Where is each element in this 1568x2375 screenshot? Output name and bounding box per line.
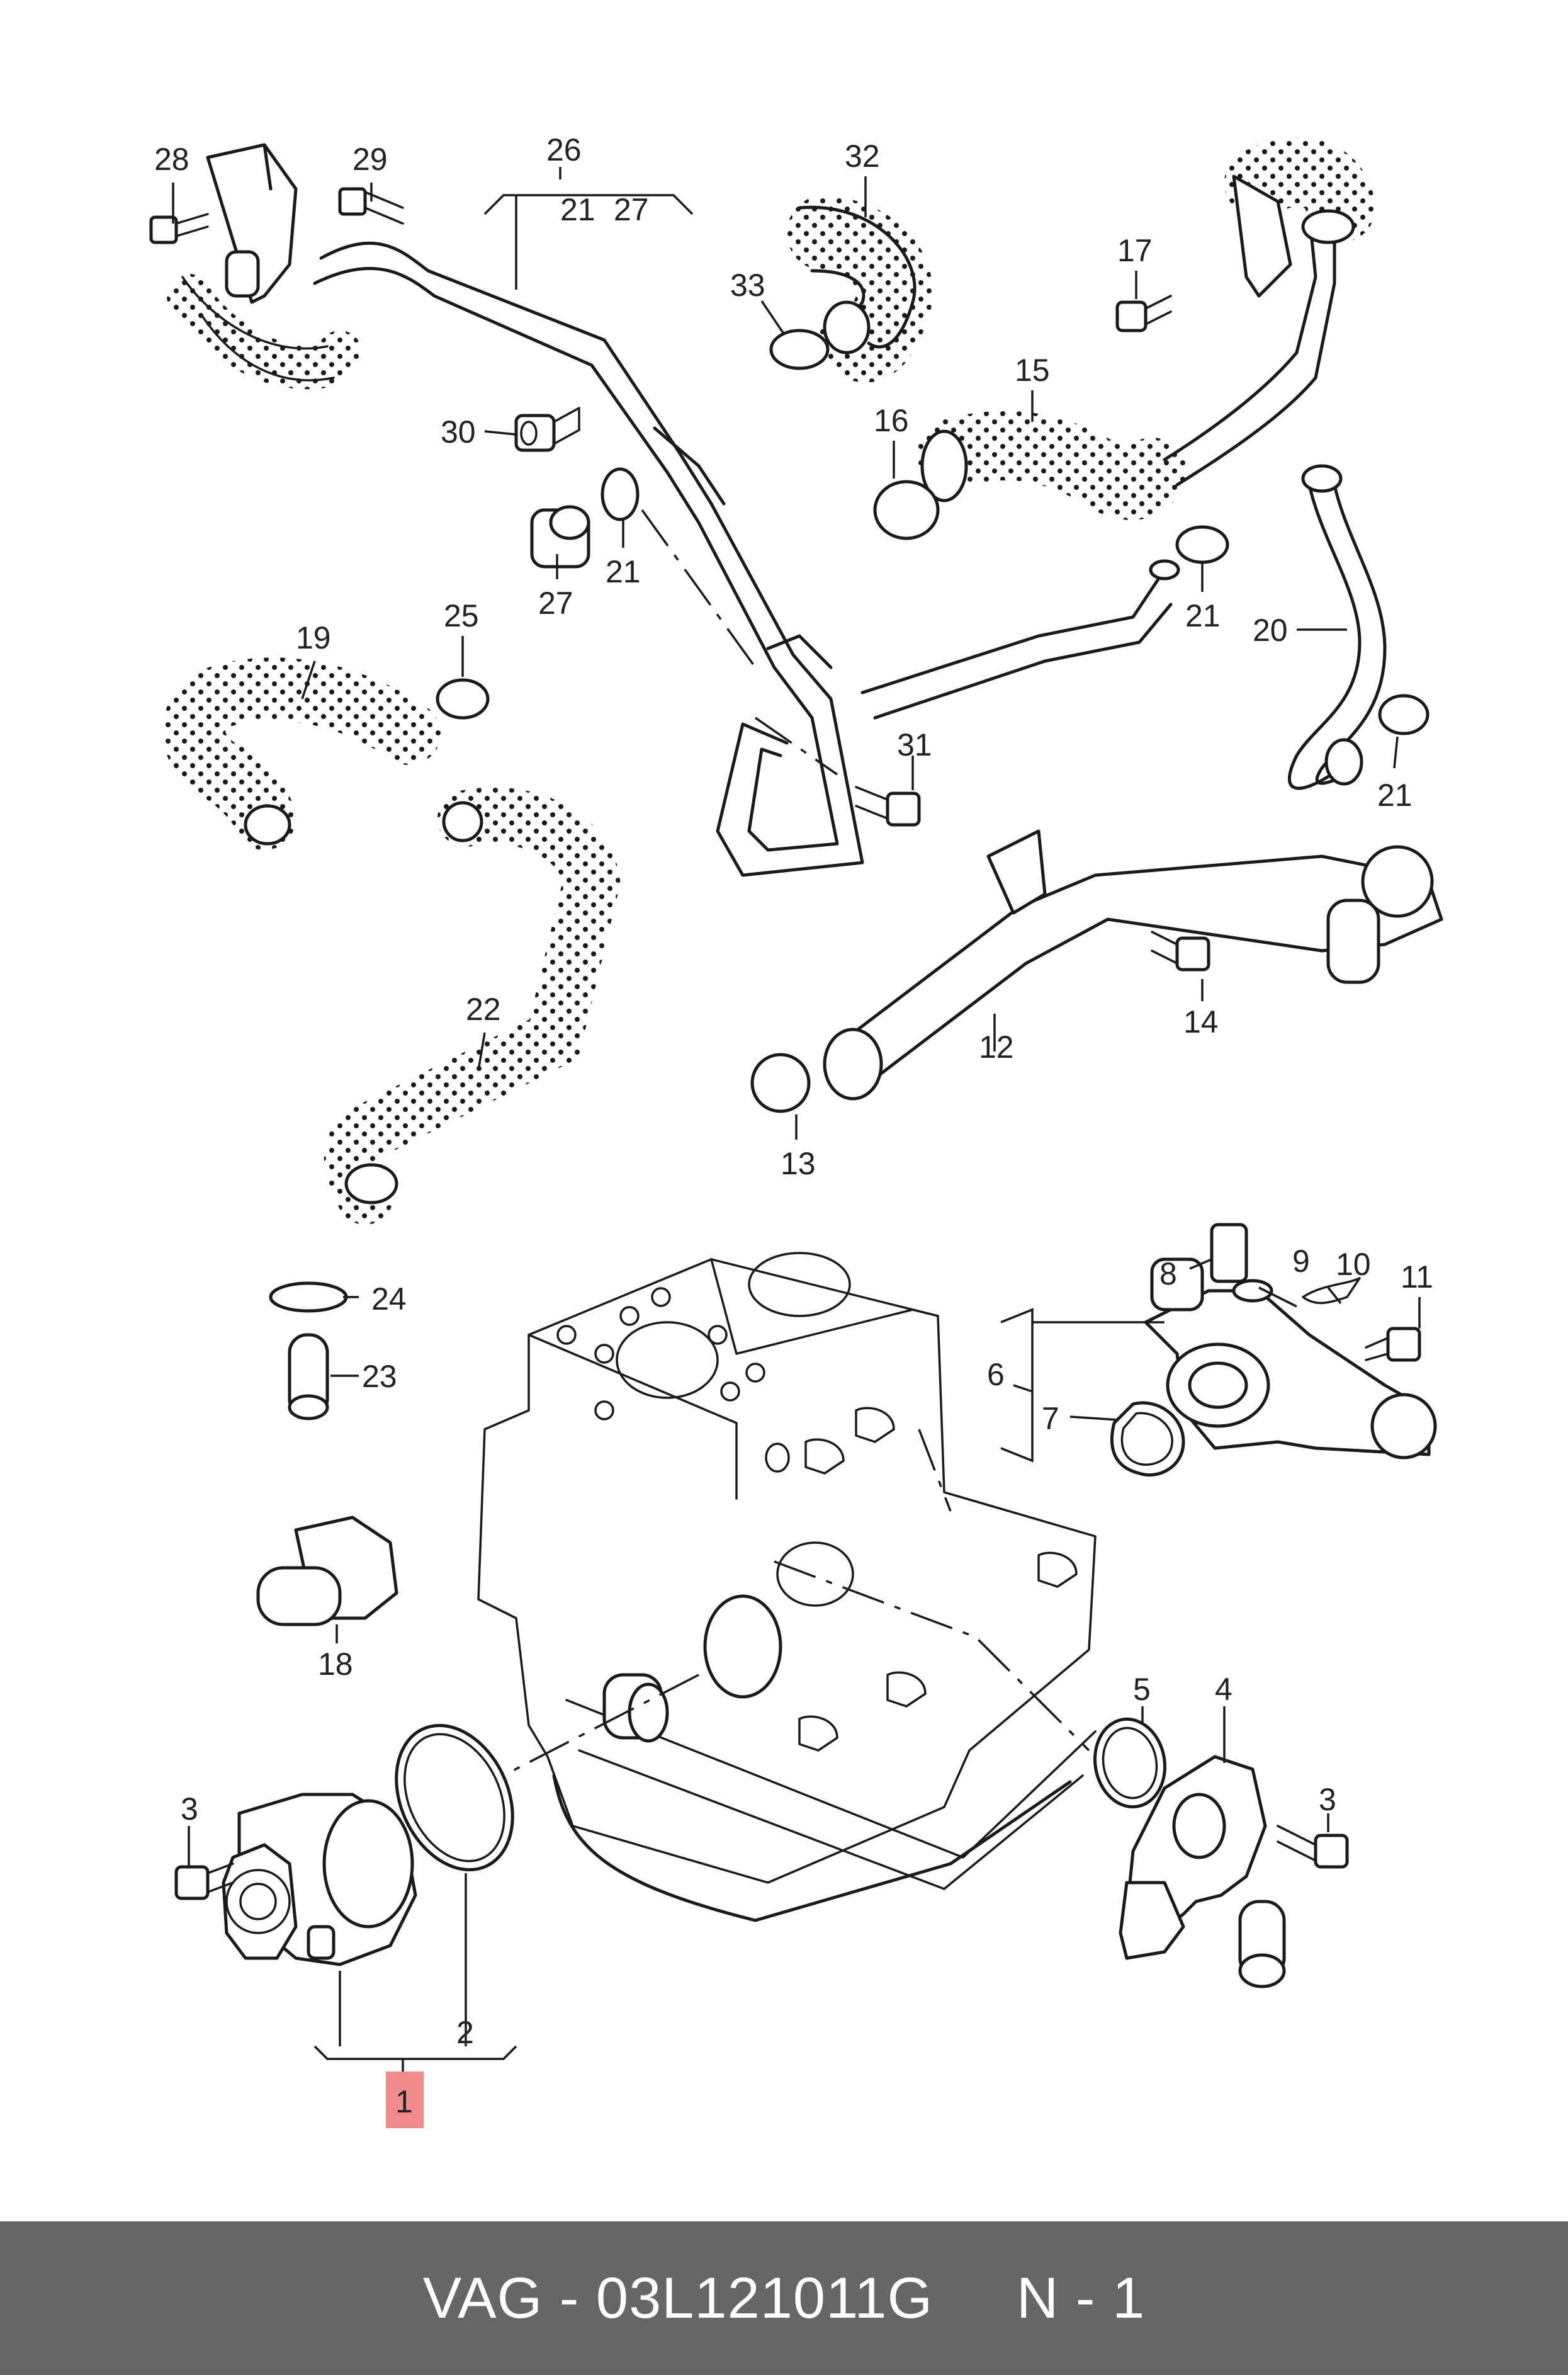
seal-ring-9 — [1232, 1279, 1273, 1303]
pipe-top-right — [1163, 137, 1375, 487]
label-16: 16 — [874, 403, 909, 438]
thermostat-housing-6 — [1144, 1257, 1437, 1460]
bolt-28 — [149, 213, 209, 244]
label-20: 20 — [1253, 613, 1288, 648]
label-21-far-right: 21 — [1377, 778, 1413, 813]
label-18: 18 — [318, 1647, 353, 1682]
label-13: 13 — [781, 1146, 816, 1181]
label-3-right: 3 — [1319, 1782, 1336, 1817]
engine-block — [477, 1252, 1097, 1922]
label-7: 7 — [1042, 1401, 1059, 1436]
bolt-29 — [338, 187, 404, 225]
bolt-14 — [1151, 931, 1210, 972]
label-10: 10 — [1336, 1247, 1371, 1282]
bolt-30 — [514, 407, 580, 452]
clamp-16 — [873, 480, 940, 540]
part-number-caption: VAG - 03L121011G N - 1 — [422, 2265, 1146, 2330]
hose-15 — [916, 411, 1187, 520]
coolant-housing-4 — [1119, 1755, 1286, 1988]
label-31: 31 — [897, 727, 932, 762]
label-26: 26 — [546, 132, 582, 167]
assembly-guide-lines — [490, 509, 1247, 1846]
label-19: 19 — [296, 620, 331, 655]
clamp-24 — [269, 1281, 348, 1313]
label-21-top: 21 — [560, 192, 595, 227]
plug-18 — [256, 1516, 398, 1626]
label-2: 2 — [456, 2015, 474, 2050]
label-21-mid: 21 — [606, 554, 641, 589]
label-27-top: 27 — [614, 192, 649, 227]
highlight-part-1 — [386, 2072, 424, 2128]
hose-small-top-left — [167, 274, 362, 390]
sensor-8 — [1210, 1223, 1248, 1283]
bolt-11 — [1365, 1327, 1421, 1362]
hose-32 — [787, 195, 933, 383]
label-4: 4 — [1215, 1672, 1232, 1707]
bolt-17 — [1115, 295, 1172, 332]
clamp-21-far-right — [1378, 694, 1430, 735]
label-14: 14 — [1183, 1004, 1219, 1040]
label-23: 23 — [362, 1359, 397, 1394]
clamp-21-top — [601, 467, 640, 521]
label-8: 8 — [1159, 1256, 1177, 1291]
hose-20 — [1288, 464, 1387, 790]
exploded-parts-diagram: 28 29 26 21 27 32 33 17 15 16 30 21 27 2… — [149, 132, 1443, 2128]
clamp-33 — [769, 300, 871, 370]
label-12: 12 — [979, 1029, 1014, 1065]
coolant-pipe-26 — [206, 143, 1180, 877]
label-5: 5 — [1133, 1672, 1151, 1707]
label-22: 22 — [466, 992, 501, 1027]
label-30: 30 — [441, 414, 476, 450]
label-24: 24 — [371, 1281, 407, 1317]
bolt-3-left — [174, 1862, 234, 1900]
pipe-12 — [750, 829, 1443, 1113]
label-25: 25 — [444, 598, 479, 633]
label-33: 33 — [730, 268, 765, 303]
callout-labels: 28 29 26 21 27 32 33 17 15 16 30 21 27 2… — [154, 132, 1433, 2119]
gasket-7 — [1110, 1401, 1185, 1477]
water-pump-1 — [222, 1793, 417, 1966]
label-1: 1 — [395, 2084, 413, 2119]
seal-ring-5 — [1093, 1717, 1167, 1809]
label-29: 29 — [353, 142, 388, 177]
hose-22 — [324, 787, 621, 1225]
bolt-31 — [855, 786, 921, 827]
label-28: 28 — [154, 142, 189, 177]
sleeve-23 — [288, 1333, 329, 1420]
label-9: 9 — [1292, 1244, 1310, 1279]
leader-lines — [172, 167, 1421, 2078]
label-6: 6 — [987, 1357, 1005, 1392]
label-15: 15 — [1015, 353, 1050, 388]
clip-10 — [1302, 1277, 1361, 1305]
label-32: 32 — [845, 139, 880, 174]
cap-27 — [530, 505, 590, 569]
footer-bar: VAG - 03L121011G N - 1 — [0, 2221, 1568, 2375]
hose-19 — [162, 657, 441, 850]
clamp-21-right — [1175, 525, 1229, 564]
clamp-25 — [436, 678, 490, 720]
label-21-right: 21 — [1185, 598, 1221, 633]
label-17: 17 — [1117, 233, 1153, 268]
o-ring-2 — [395, 1723, 514, 1872]
label-11: 11 — [1401, 1259, 1433, 1295]
label-27-mid: 27 — [538, 586, 573, 621]
label-3-left: 3 — [181, 1791, 198, 1827]
bolt-3-right — [1277, 1825, 1349, 1869]
